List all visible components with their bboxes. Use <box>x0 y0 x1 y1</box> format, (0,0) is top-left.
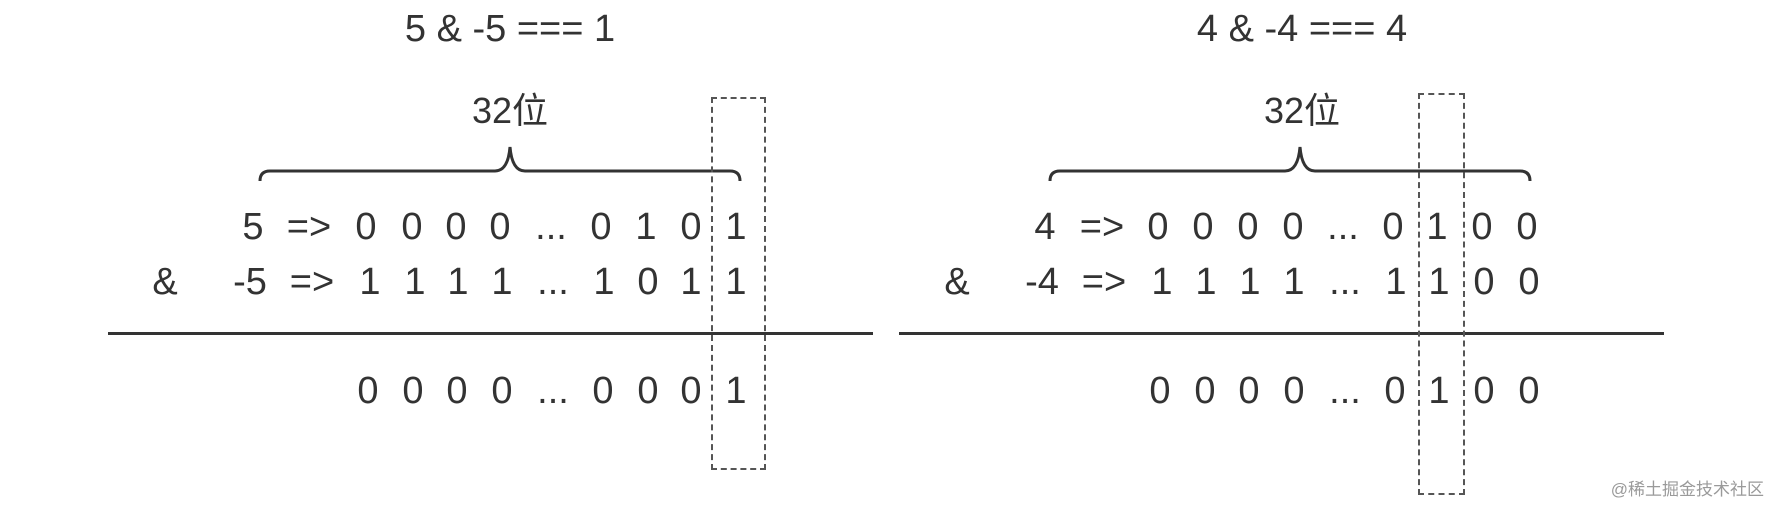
right-row1-bit: 0 <box>1147 206 1169 248</box>
right-bits-label: 32位 <box>1263 90 1341 131</box>
left-row2-bit: 1 <box>447 261 469 303</box>
watermark-text: @稀土掘金技术社区 <box>1610 480 1764 499</box>
right-result-ellipsis: ... <box>1329 370 1361 412</box>
left-row1-bit: 0 <box>355 206 377 248</box>
right-row2-arrow: => <box>1081 261 1127 303</box>
left-row2-label: -5 <box>233 261 267 303</box>
right-row1-bit: 0 <box>1192 206 1214 248</box>
right-brace <box>1048 146 1532 182</box>
right-row1-bit: 0 <box>1516 206 1538 248</box>
right-row2-label: -4 <box>1025 261 1059 303</box>
right-and-operator: & <box>944 261 970 303</box>
right-row1-bit: 0 <box>1282 206 1304 248</box>
left-result-bit: 0 <box>637 370 659 412</box>
left-sum-line <box>108 332 873 335</box>
right-sum-line <box>899 332 1664 335</box>
left-bits-label: 32位 <box>471 90 549 131</box>
right-row1-bit: 1 <box>1426 206 1448 248</box>
left-row1-label: 5 <box>242 206 264 248</box>
right-row2-bit: 1 <box>1283 261 1305 303</box>
right-result-bit: 0 <box>1238 370 1260 412</box>
right-highlight-box <box>1418 93 1465 495</box>
right-row2-bit: 1 <box>1151 261 1173 303</box>
left-result-ellipsis: ... <box>537 370 569 412</box>
right-row2-bit: 1 <box>1385 261 1407 303</box>
right-row2-bit: 0 <box>1473 261 1495 303</box>
left-row1-bit: 0 <box>680 206 702 248</box>
left-result-bit: 0 <box>680 370 702 412</box>
right-row1-ellipsis: ... <box>1327 206 1359 248</box>
right-row2-bit: 1 <box>1428 261 1450 303</box>
right-result-bit: 0 <box>1194 370 1216 412</box>
left-row2-bit: 1 <box>359 261 381 303</box>
right-result-bit: 0 <box>1149 370 1171 412</box>
left-result-bit: 0 <box>592 370 614 412</box>
left-row1-bit: 0 <box>445 206 467 248</box>
right-result-bit: 1 <box>1428 370 1450 412</box>
left-row2-bit: 1 <box>404 261 426 303</box>
left-row2-bit: 0 <box>637 261 659 303</box>
right-result-bit: 0 <box>1384 370 1406 412</box>
left-row2-bit: 1 <box>680 261 702 303</box>
left-brace <box>258 146 742 182</box>
left-row1-bit: 0 <box>590 206 612 248</box>
left-result-bit: 0 <box>357 370 379 412</box>
right-row2-ellipsis: ... <box>1329 261 1361 303</box>
left-result-bit: 1 <box>725 370 747 412</box>
right-result-bit: 0 <box>1473 370 1495 412</box>
left-row2-bit: 1 <box>491 261 513 303</box>
left-row2-bit: 1 <box>725 261 747 303</box>
left-result-bit: 0 <box>402 370 424 412</box>
right-row1-arrow: => <box>1079 206 1125 248</box>
left-and-operator: & <box>152 261 178 303</box>
left-row1-bit: 0 <box>401 206 423 248</box>
right-row2-bit: 1 <box>1239 261 1261 303</box>
left-row2-ellipsis: ... <box>537 261 569 303</box>
right-row1-bit: 0 <box>1471 206 1493 248</box>
left-row2-arrow: => <box>289 261 335 303</box>
right-row1-label: 4 <box>1034 206 1056 248</box>
left-row1-bit: 0 <box>489 206 511 248</box>
right-result-bit: 0 <box>1283 370 1305 412</box>
right-result-bit: 0 <box>1518 370 1540 412</box>
left-row2-bit: 1 <box>593 261 615 303</box>
right-row1-bit: 0 <box>1382 206 1404 248</box>
right-row1-bit: 0 <box>1237 206 1259 248</box>
right-row2-bit: 0 <box>1518 261 1540 303</box>
left-result-bit: 0 <box>491 370 513 412</box>
left-highlight-box <box>711 97 766 470</box>
left-row1-bit: 1 <box>635 206 657 248</box>
left-row1-bit: 1 <box>725 206 747 248</box>
right-row2-bit: 1 <box>1195 261 1217 303</box>
left-result-bit: 0 <box>446 370 468 412</box>
right-title: 4 & -4 === 4 <box>1196 8 1408 50</box>
left-row1-ellipsis: ... <box>535 206 567 248</box>
left-title: 5 & -5 === 1 <box>404 8 616 50</box>
left-row1-arrow: => <box>286 206 332 248</box>
